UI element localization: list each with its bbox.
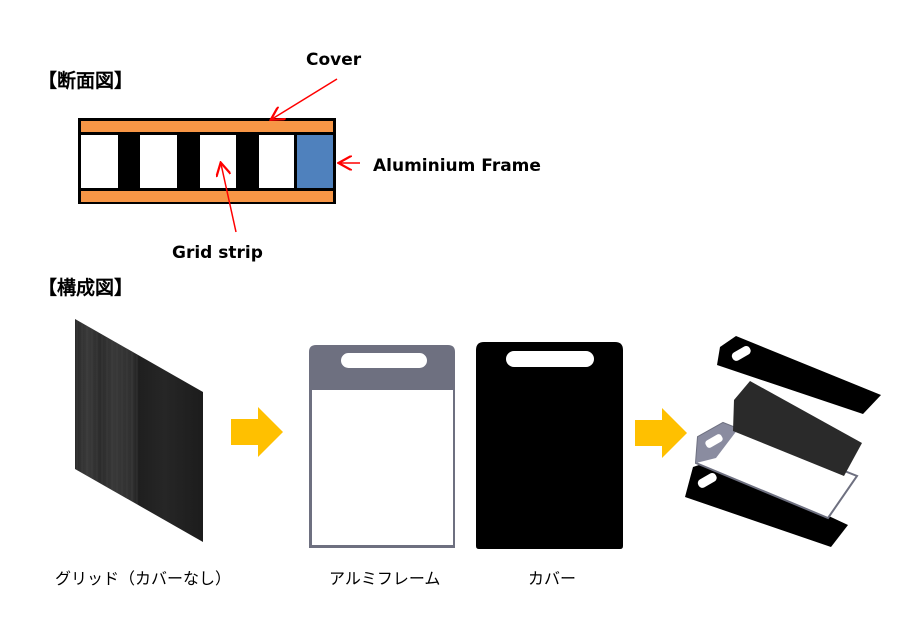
grid-strip-label: Grid strip <box>172 243 263 263</box>
assembly-frame <box>694 421 859 520</box>
frame-window <box>312 390 453 545</box>
aluminium-frame-illustration <box>309 345 455 548</box>
cover-label: Cover <box>306 50 362 70</box>
assembly-top-slot <box>731 346 751 361</box>
assembly-bottom-slot <box>697 473 717 488</box>
cover-handle-slot <box>506 351 594 367</box>
assembly-grid <box>733 381 862 476</box>
assembly-frame-slot <box>705 434 723 448</box>
caption-cover: カバー <box>528 569 577 588</box>
flow-arrow-2 <box>635 408 687 458</box>
cross-section-heading: 【断面図】 <box>38 70 134 92</box>
cover-body <box>476 342 623 549</box>
cell-4 <box>259 135 294 188</box>
grid-strip-pointer-arrow <box>221 164 237 233</box>
cover-illustration <box>476 342 623 549</box>
cell-1 <box>81 135 118 188</box>
grid-no-cover-illustration <box>75 319 203 542</box>
flow-arrow-1 <box>231 407 283 457</box>
frame-handle-slot <box>341 353 427 368</box>
composition-heading: 【構成図】 <box>38 277 134 299</box>
aluminium-frame-block <box>297 135 333 188</box>
cover-top <box>81 121 333 132</box>
cover-bottom <box>81 191 333 202</box>
cell-2 <box>140 135 177 188</box>
assembly-bottom-cover <box>685 461 848 547</box>
aluminium-frame-label: Aluminium Frame <box>373 156 541 176</box>
exploded-assembly-illustration <box>685 336 881 547</box>
cover-pointer-arrow <box>272 78 338 119</box>
assembly-top-cover <box>717 336 881 414</box>
caption-aluminium-frame: アルミフレーム <box>329 569 441 588</box>
caption-grid-no-cover: グリッド（カバーなし） <box>55 569 232 588</box>
grid-panel-lines <box>75 319 140 506</box>
